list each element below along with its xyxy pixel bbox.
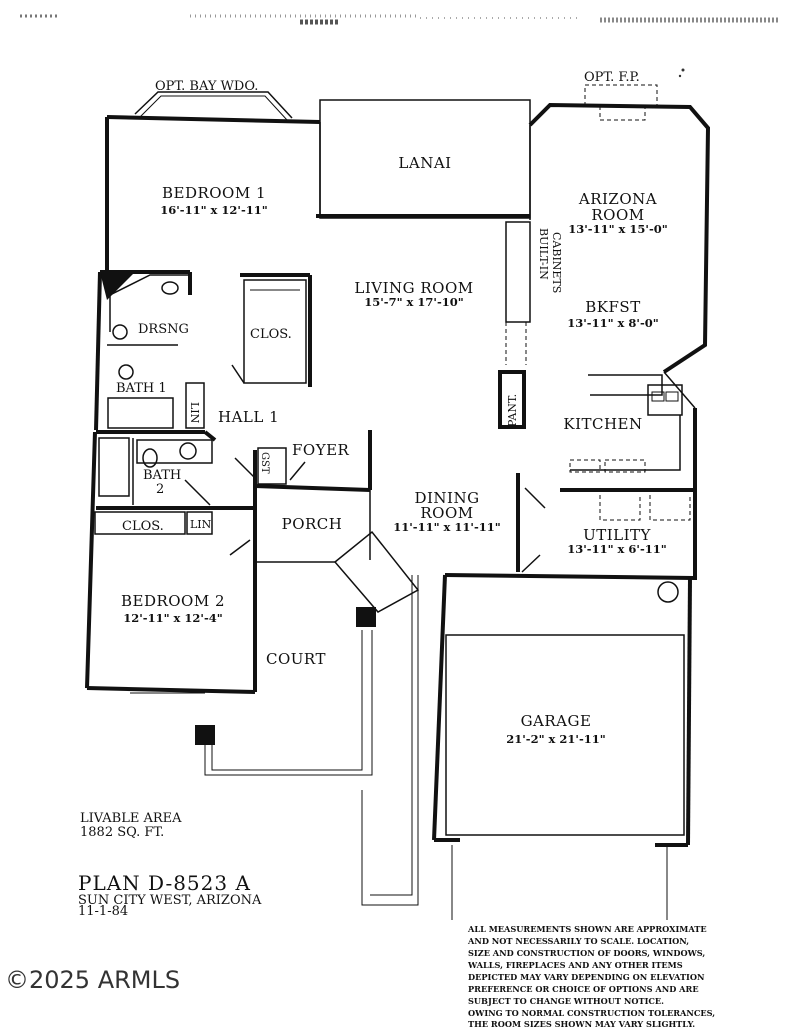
built-in-label-1: BUILT-IN — [537, 228, 550, 280]
bath-2-label-1: BATH — [143, 468, 181, 483]
arizona-room-walls — [528, 102, 711, 409]
linen-2-label: LIN — [190, 518, 212, 531]
disclaimer-line: DEPICTED MAY VARY DEPENDING ON ELEVATION — [468, 972, 705, 982]
hall-1-label: HALL 1 — [218, 408, 279, 426]
pantry-label: PANT. — [506, 394, 519, 427]
bedroom-1-dims: 16'-11" x 12'-11" — [160, 203, 267, 217]
foyer-label: FOYER — [292, 441, 350, 459]
closet-1-label: CLOS. — [250, 327, 292, 342]
bedroom-1-walls — [100, 115, 321, 387]
foyer-porch-walls — [234, 430, 420, 613]
disclaimer-line: SUBJECT TO CHANGE WITHOUT NOTICE. — [468, 996, 664, 1006]
lanai-label: LANAI — [398, 154, 451, 172]
opt-bay-window-label: OPT. BAY WDO. — [155, 79, 258, 94]
bedroom-1-name: BEDROOM 1 — [162, 184, 266, 202]
kitchen-label: KITCHEN — [563, 415, 642, 433]
utility-doors — [521, 487, 546, 573]
porch-label: PORCH — [282, 515, 343, 533]
scan-noise — [20, 14, 780, 78]
utility-dims: 13'-11" x 6'-11" — [567, 542, 666, 556]
disclaimer-line: SIZE AND CONSTRUCTION OF DOORS, WINDOWS, — [468, 948, 705, 958]
plan-title: PLAN D-8523 A — [78, 871, 251, 895]
disclaimer: ALL MEASUREMENTS SHOWN ARE APPROXIMATE A… — [467, 924, 715, 1029]
dressing-label: DRSNG — [138, 322, 189, 337]
built-in-cabinets — [505, 221, 531, 365]
bedroom-2-dims: 12'-11" x 12'-4" — [123, 611, 222, 625]
linen-1-label: LIN — [188, 402, 201, 424]
bath-1-label: BATH 1 — [116, 381, 167, 396]
guest-closet-label: GST — [259, 452, 270, 474]
garage-name: GARAGE — [521, 712, 592, 730]
opt-fireplace-label: OPT. F.P. — [584, 70, 640, 85]
master-suite-fixtures — [94, 271, 307, 434]
dining-room-name-2: ROOM — [420, 504, 473, 522]
living-room-dims: 15'-7" x 17'-10" — [364, 295, 463, 309]
disclaimer-line: WALLS, FIREPLACES AND ANY OTHER ITEMS — [467, 960, 683, 970]
arizona-room-name-1: ARIZONA — [578, 190, 657, 208]
dining-room-name-1: DINING — [414, 489, 479, 507]
court-label: COURT — [266, 650, 326, 668]
bedroom-2-walls — [85, 431, 257, 694]
east-walls — [444, 408, 697, 580]
utility-name: UTILITY — [583, 526, 651, 544]
plan-date: 11-1-84 — [78, 904, 128, 919]
armls-watermark: ©2025 ARMLS — [5, 966, 180, 994]
arizona-room-dims: 13'-11" x 15'-0" — [568, 222, 667, 236]
walkway-lines — [204, 575, 419, 906]
bath-2-label-2: 2 — [156, 482, 164, 497]
livable-area-label: LIVABLE AREA — [80, 811, 182, 826]
bedroom-2-name: BEDROOM 2 — [121, 592, 225, 610]
optional-fireplace — [584, 84, 658, 121]
disclaimer-line: PREFERENCE OR CHOICE OF OPTIONS AND ARE — [468, 984, 699, 994]
disclaimer-line: OWING TO NORMAL CONSTRUCTION TOLERANCES, — [468, 1008, 715, 1018]
bath-2-fixtures — [94, 430, 255, 535]
closet-2-label: CLOS. — [122, 519, 164, 534]
built-in-label-2: CABINETS — [550, 232, 563, 293]
court-posts — [195, 607, 376, 745]
garage-walls — [432, 574, 692, 920]
livable-area-value: 1882 SQ. FT. — [80, 825, 164, 840]
bkfst-dims: 13'-11" x 8'-0" — [567, 316, 658, 330]
plan-location: SUN CITY WEST, ARIZONA — [78, 893, 262, 908]
arizona-room-name-2: ROOM — [591, 206, 644, 224]
garage-dims: 21'-2" x 21'-11" — [506, 732, 605, 746]
dining-room-dims: 11'-11" x 11'-11" — [393, 520, 500, 534]
disclaimer-line: AND NOT NECESSARILY TO SCALE. LOCATION, — [467, 936, 689, 946]
living-room-name: LIVING ROOM — [354, 279, 473, 297]
bkfst-name: BKFST — [585, 298, 640, 316]
disclaimer-line: THE ROOM SIZES SHOWN MAY VARY SLIGHTLY. — [468, 1019, 695, 1029]
pantry — [498, 370, 526, 429]
disclaimer-line: ALL MEASUREMENTS SHOWN ARE APPROXIMATE — [467, 924, 707, 934]
optional-bay-window — [134, 91, 293, 121]
